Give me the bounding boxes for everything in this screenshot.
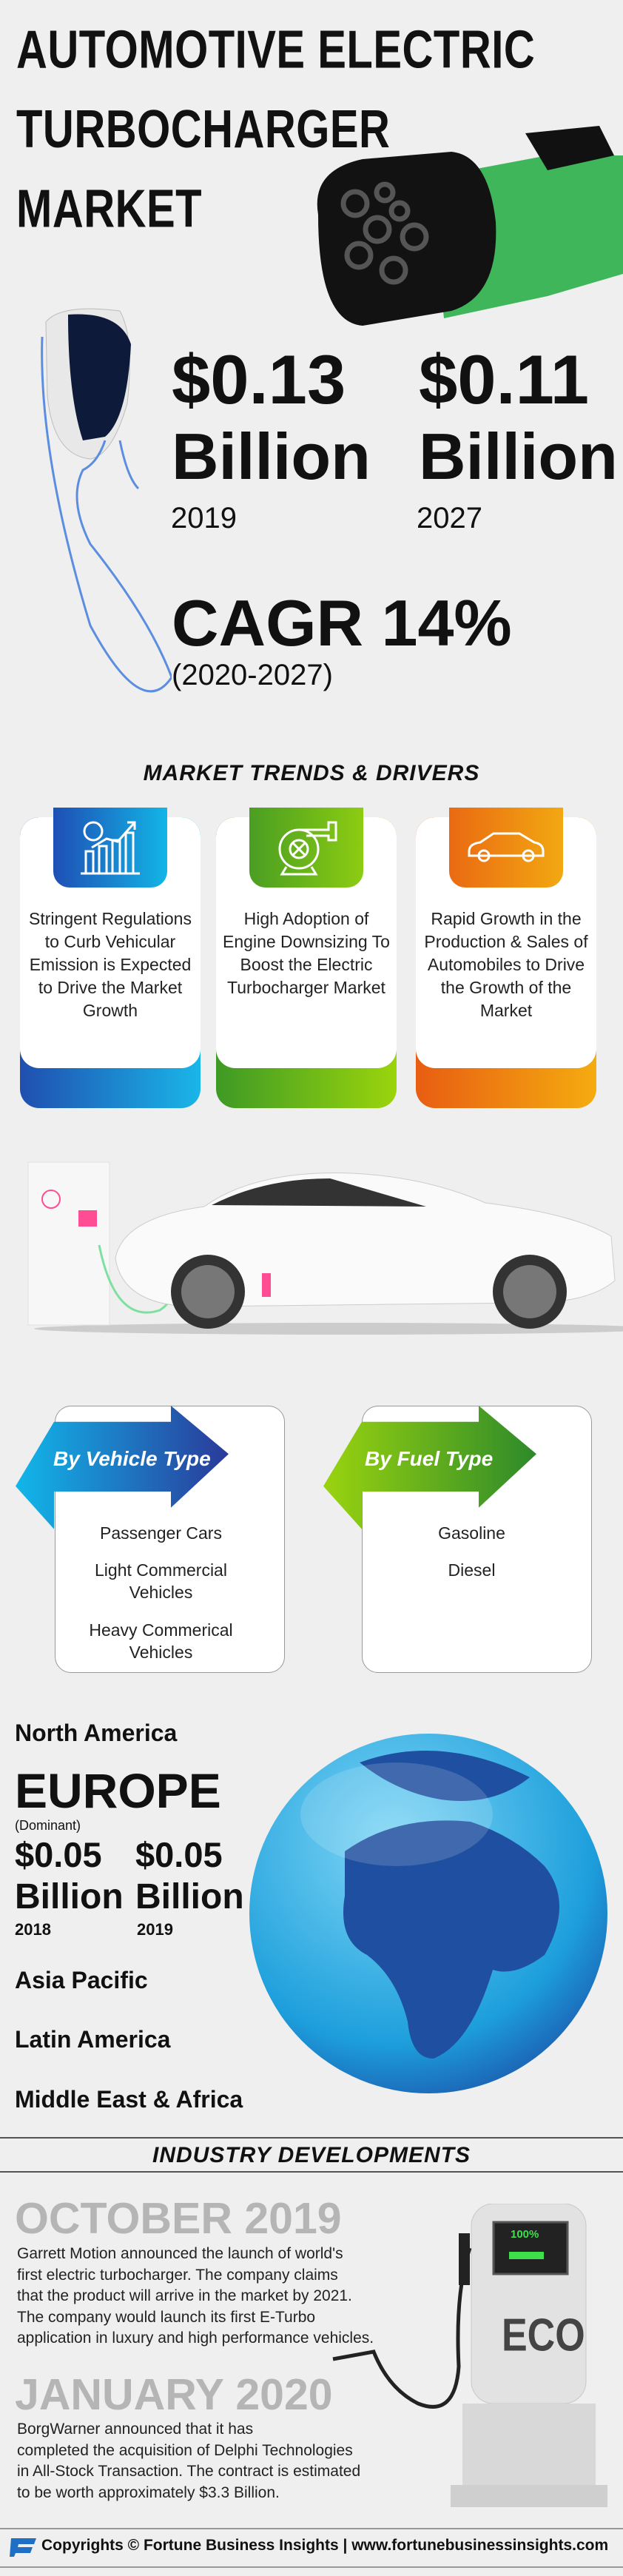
title-line: TURBOCHARGER — [16, 99, 391, 160]
text-line: completed the acquisition of Delphi Tech… — [17, 2441, 353, 2459]
europe-dominant-note: (Dominant) — [15, 1818, 81, 1833]
region-middle-east-africa: Middle East & Africa — [15, 2086, 243, 2113]
charger-screen-text: 100% — [511, 2228, 539, 2241]
title-line: AUTOMOTIVE ELECTRIC — [16, 19, 536, 80]
trend-card: High Adoption of Engine Downsizing To Bo… — [216, 817, 397, 1108]
fortune-business-insights-logo — [10, 2538, 36, 2557]
eco-charger-image — [332, 2204, 607, 2507]
europe-value-2018: $0.05 — [15, 1835, 102, 1874]
europe-unit-2019: Billion — [135, 1877, 244, 1916]
trend-card-text: Rapid Growth in the Production & Sales o… — [424, 909, 588, 1020]
market-value-2027: $0.11 — [419, 341, 590, 418]
development-text: BorgWarner announced that it has complet… — [17, 2419, 461, 2503]
europe-unit-2018: Billion — [15, 1877, 124, 1916]
segment-item: Light Commercial Vehicles — [95, 1560, 227, 1602]
text-line: first electric turbocharger. The company… — [17, 2266, 338, 2284]
car-icon — [449, 808, 563, 888]
europe-year-2018: 2018 — [15, 1920, 51, 1939]
region-latin-america: Latin America — [15, 2026, 171, 2053]
page-title: AUTOMOTIVE ELECTRIC TURBOCHARGER MARKET — [16, 10, 535, 249]
ev-connector-image — [317, 126, 623, 326]
region-europe: EUROPE — [15, 1763, 221, 1818]
title-line: MARKET — [16, 178, 203, 239]
trend-card-text: High Adoption of Engine Downsizing To Bo… — [223, 909, 390, 997]
market-value-2019: $0.13 — [172, 341, 346, 418]
charger-eco-label: ECO — [502, 2310, 585, 2361]
divider — [0, 2528, 623, 2529]
fuel-type-arrow — [323, 1406, 536, 1529]
cagr-period: (2020-2027) — [172, 659, 333, 691]
text-line: Garrett Motion announced the launch of w… — [17, 2245, 343, 2262]
text-line: application in luxury and high performan… — [17, 2330, 374, 2347]
development-date: JANUARY 2020 — [15, 2370, 333, 2419]
turbocharger-icon — [249, 808, 363, 888]
segment-item: Diesel — [448, 1560, 496, 1580]
divider — [0, 2137, 623, 2139]
market-unit-2019: Billion — [172, 420, 371, 493]
text-line: to be worth approximately $3.3 Billion. — [17, 2483, 280, 2501]
segment-item: Passenger Cars — [100, 1523, 222, 1543]
market-year-2027: 2027 — [417, 502, 482, 534]
vehicle-type-arrow — [16, 1406, 229, 1529]
segment-item: Gasoline — [438, 1523, 505, 1543]
market-trends-heading: MARKET TRENDS & DRIVERS — [143, 761, 480, 785]
industry-developments-heading: INDUSTRY DEVELOPMENTS — [152, 2143, 471, 2167]
text-line: in All-Stock Transaction. The contract i… — [17, 2463, 361, 2481]
text-line: BorgWarner announced that it has — [17, 2421, 254, 2438]
region-north-america: North America — [15, 1720, 178, 1746]
text-line: that the product will arrive in the mark… — [17, 2287, 352, 2305]
growth-chart-icon — [53, 808, 167, 888]
development-date: OCTOBER 2019 — [15, 2194, 342, 2243]
cagr-value: CAGR 14% — [172, 586, 512, 660]
trend-card-text: Stringent Regulations to Curb Vehicular … — [29, 909, 192, 1020]
electric-car-charging-image — [27, 1161, 623, 1335]
wall-charger-image — [41, 308, 172, 693]
trend-card: Stringent Regulations to Curb Vehicular … — [20, 817, 201, 1108]
development-text: Garrett Motion announced the launch of w… — [17, 2244, 461, 2349]
region-asia-pacific: Asia Pacific — [15, 1967, 148, 1993]
segment-item: Heavy Commerical Vehicles — [89, 1620, 233, 1662]
vehicle-type-label: By Vehicle Type — [53, 1447, 211, 1470]
divider — [0, 2566, 623, 2568]
divider — [0, 2171, 623, 2173]
text-line: The company would launch its first E-Tur… — [17, 2308, 316, 2326]
footer-copyright: Copyrights © Fortune Business Insights |… — [41, 2537, 609, 2554]
globe-image — [249, 1734, 607, 2093]
europe-value-2019: $0.05 — [135, 1835, 223, 1874]
fuel-type-label: By Fuel Type — [365, 1447, 494, 1470]
market-unit-2027: Billion — [419, 420, 618, 493]
market-year-2019: 2019 — [171, 502, 237, 534]
europe-year-2019: 2019 — [137, 1920, 173, 1939]
